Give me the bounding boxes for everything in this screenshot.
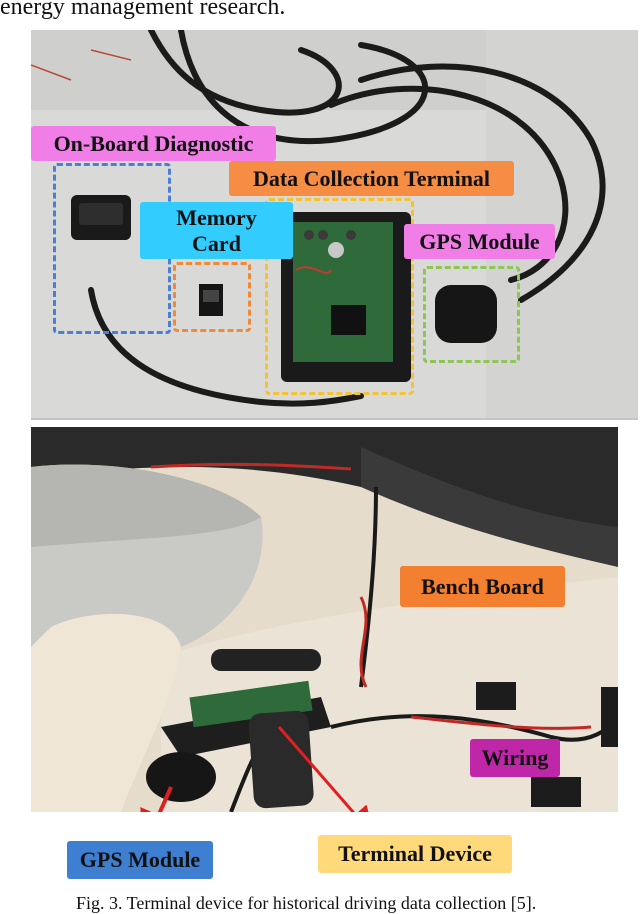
label-bench-board: Bench Board [400, 566, 565, 607]
label-memory-card: Memory Card [140, 202, 293, 259]
gps-top-dashed-box [423, 266, 520, 363]
label-memory-card-line1: Memory [176, 205, 257, 231]
label-wiring: Wiring [470, 739, 560, 777]
figure-caption: Fig. 3. Terminal device for historical d… [76, 893, 537, 913]
label-on-board-diagnostic: On-Board Diagnostic [31, 126, 276, 161]
label-gps-module-top: GPS Module [404, 224, 555, 259]
memory-card-dashed-box [173, 262, 251, 332]
label-gps-module-bottom: GPS Module [67, 841, 213, 879]
annotation-arrows [140, 726, 375, 812]
data-collection-terminal-dashed-box [265, 198, 414, 395]
label-data-collection-terminal: Data Collection Terminal [229, 161, 514, 196]
label-memory-card-line2: Card [192, 230, 241, 256]
label-terminal-device: Terminal Device [318, 835, 512, 873]
top-text-line: energy management research. [0, 0, 286, 20]
arrow-to-gps-bottom [140, 786, 177, 812]
arrow-to-terminal-device [277, 726, 375, 812]
